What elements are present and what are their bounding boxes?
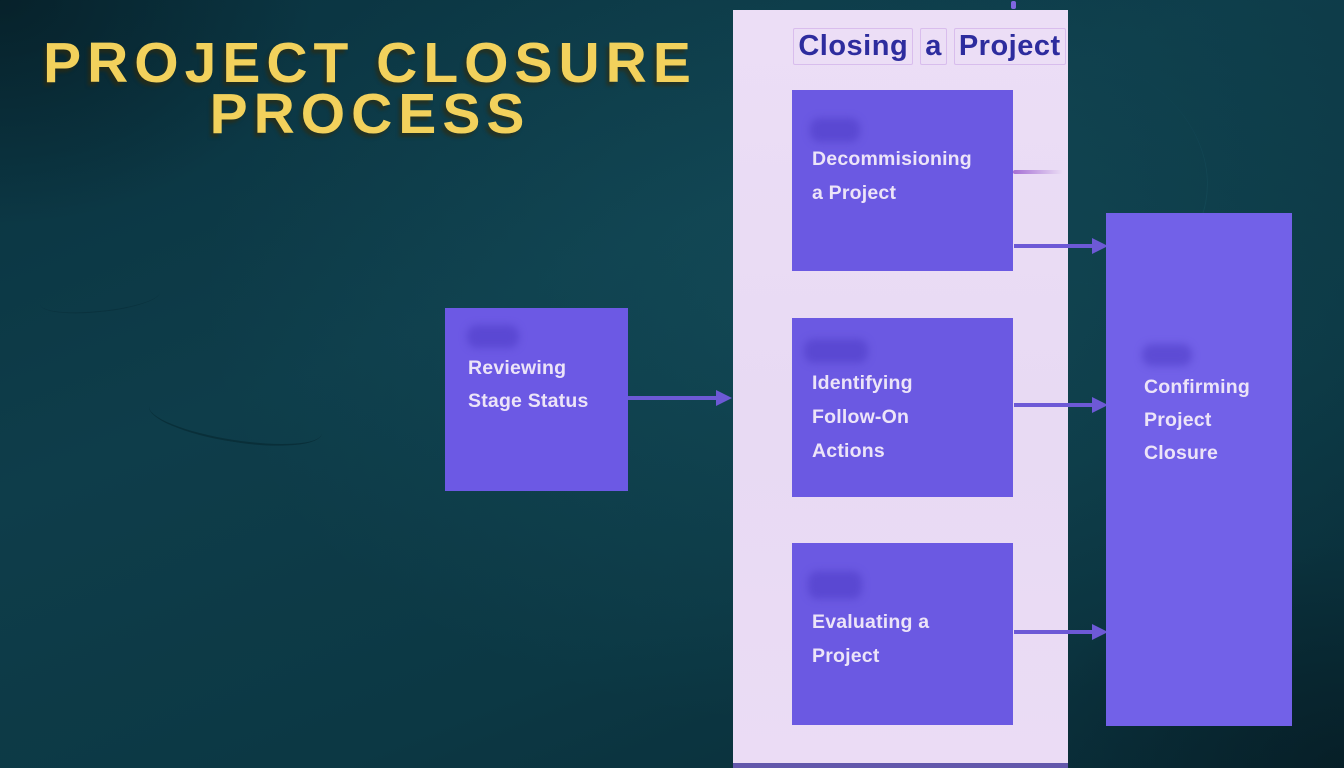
blurred-label-artifact [1142, 344, 1192, 366]
node-label: Decommisioning a Project [812, 142, 972, 210]
node-label-line: Project [1144, 409, 1212, 431]
node-label: Identifying Follow-On Actions [812, 366, 913, 468]
node-label-line: Reviewing [468, 357, 567, 379]
arrowhead-icon [716, 390, 732, 406]
arrow-decommisioning-to-confirming [1014, 238, 1108, 254]
faded-connector-artifact [1013, 170, 1063, 174]
arrowhead-icon [1092, 238, 1108, 254]
group-title-word: a [920, 28, 947, 65]
blurred-label-artifact [810, 118, 860, 142]
blurred-label-artifact [804, 339, 868, 363]
node-label-line: a Project [812, 182, 897, 204]
top-edge-mark-artifact [1011, 1, 1016, 9]
arrowhead-icon [1092, 624, 1108, 640]
node-label-line: Identifying [812, 372, 913, 394]
node-label-line: Closure [1144, 442, 1219, 464]
arrow-shaft [628, 396, 716, 400]
arrow-reviewing-to-closing-group [628, 390, 732, 406]
node-label-line: Actions [812, 440, 885, 462]
node-label: Confirming Project Closure [1144, 371, 1250, 470]
arrow-identifying-to-confirming [1014, 397, 1108, 413]
arrowhead-icon [1092, 397, 1108, 413]
title-line-1: PROJECT CLOSURE [43, 31, 697, 95]
node-reviewing-stage-status: Reviewing Stage Status [445, 308, 628, 491]
node-label: Reviewing Stage Status [468, 352, 589, 418]
background-scratch [38, 278, 162, 319]
node-label-line: Stage Status [468, 390, 589, 412]
node-label-line: Decommisioning [812, 148, 972, 170]
node-label: Evaluating a Project [812, 605, 929, 673]
node-confirming-project-closure: Confirming Project Closure [1106, 213, 1292, 726]
node-label-line: Evaluating a [812, 611, 930, 633]
arrow-shaft [1014, 244, 1092, 248]
node-evaluating-a-project: Evaluating a Project [792, 543, 1013, 725]
arrow-shaft [1014, 630, 1092, 634]
arrow-evaluating-to-confirming [1014, 624, 1108, 640]
title-line-2: PROCESS [209, 82, 531, 146]
arrow-shaft [1014, 403, 1092, 407]
blurred-label-artifact [467, 325, 519, 348]
node-label-line: Follow-On [812, 406, 910, 428]
group-title-word: Closing [793, 28, 914, 65]
blurred-label-artifact [808, 571, 862, 599]
page-title: PROJECT CLOSURE PROCESS [0, 31, 740, 146]
panel-bottom-edge [733, 763, 1068, 768]
node-identifying-follow-on-actions: Identifying Follow-On Actions [792, 318, 1013, 497]
background-scratch [145, 384, 326, 456]
node-label-line: Project [812, 645, 880, 667]
node-label-line: Confirming [1144, 376, 1250, 398]
node-decommisioning-a-project: Decommisioning a Project [792, 90, 1013, 271]
group-title-word: Project [953, 28, 1066, 65]
